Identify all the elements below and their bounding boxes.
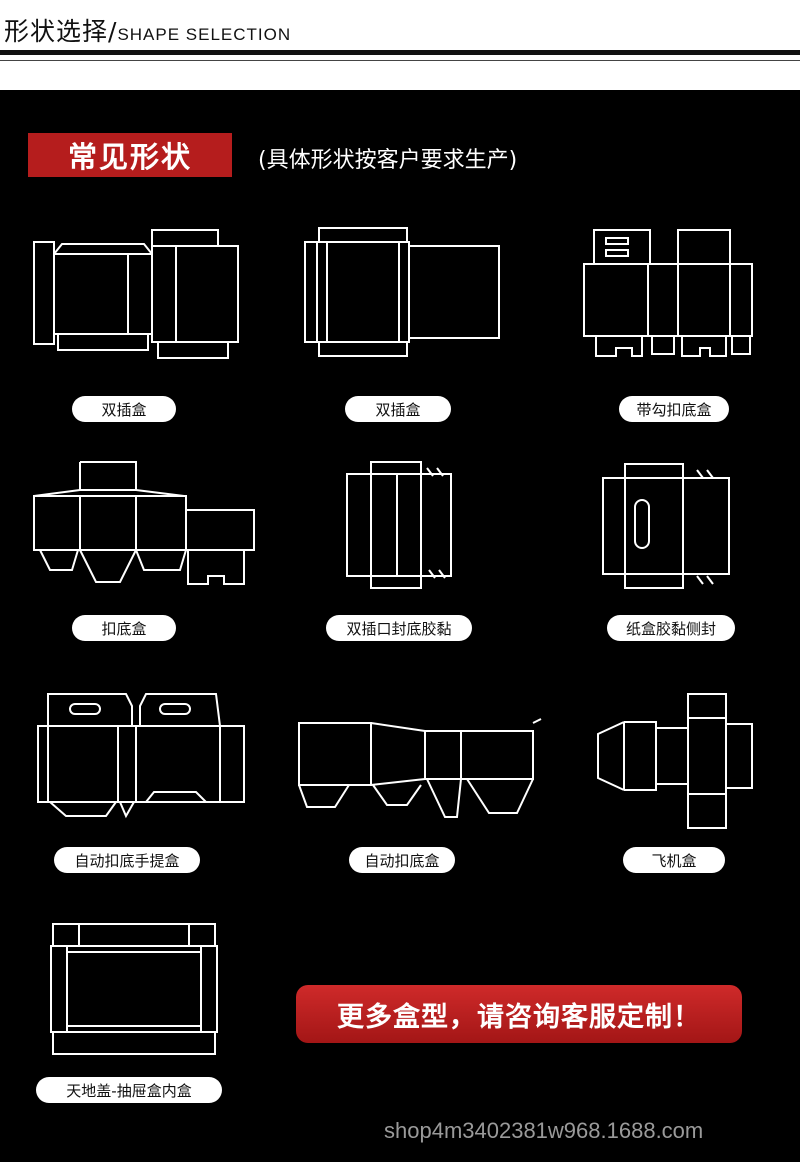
shape-label: 扣底盒 bbox=[72, 615, 176, 641]
double-tuck-box-dieline-alt-icon bbox=[303, 226, 503, 358]
shape-label: 带勾扣底盒 bbox=[619, 396, 729, 422]
header-divider bbox=[0, 50, 800, 55]
shape-label: 双插口封底胶黏 bbox=[326, 615, 472, 641]
tuck-top-glued-bottom-dieline-icon bbox=[345, 460, 457, 590]
header-divider-thin bbox=[0, 60, 800, 61]
shape-label: 双插盒 bbox=[345, 396, 451, 422]
header-title: 形状选择/SHAPE SELECTION bbox=[4, 12, 291, 48]
shape-label: 自动扣底手提盒 bbox=[54, 847, 200, 873]
lock-bottom-box-dieline-icon bbox=[32, 460, 258, 590]
auto-bottom-handle-box-dieline-icon bbox=[36, 692, 248, 822]
shop-watermark: shop4m3402381w968.1688.com bbox=[384, 1118, 704, 1143]
auto-bottom-box-dieline-icon bbox=[297, 717, 543, 823]
shape-label: 天地盖-抽屉盒内盒 bbox=[36, 1077, 222, 1103]
shape-label: 双插盒 bbox=[72, 396, 176, 422]
shape-label: 纸盒胶黏侧封 bbox=[607, 615, 735, 641]
custom-inquiry-button[interactable]: 更多盒型，请咨询客服定制！ bbox=[296, 985, 742, 1043]
double-tuck-box-dieline-icon bbox=[32, 228, 242, 364]
section-note: (具体形状按客户要求生产) bbox=[258, 148, 518, 173]
section-tag: 常见形状 bbox=[28, 133, 232, 177]
side-glued-box-dieline-icon bbox=[601, 462, 735, 590]
shape-label: 自动扣底盒 bbox=[349, 847, 455, 873]
shape-label: 飞机盒 bbox=[623, 847, 725, 873]
mailer-box-dieline-icon bbox=[596, 692, 756, 830]
lid-base-drawer-box-dieline-icon bbox=[49, 922, 219, 1056]
page-header: 形状选择/SHAPE SELECTION bbox=[0, 0, 800, 62]
header-title-en: SHAPE SELECTION bbox=[117, 25, 292, 44]
header-title-zh: 形状选择/ bbox=[4, 17, 118, 46]
hook-lock-bottom-box-dieline-icon bbox=[582, 228, 760, 360]
